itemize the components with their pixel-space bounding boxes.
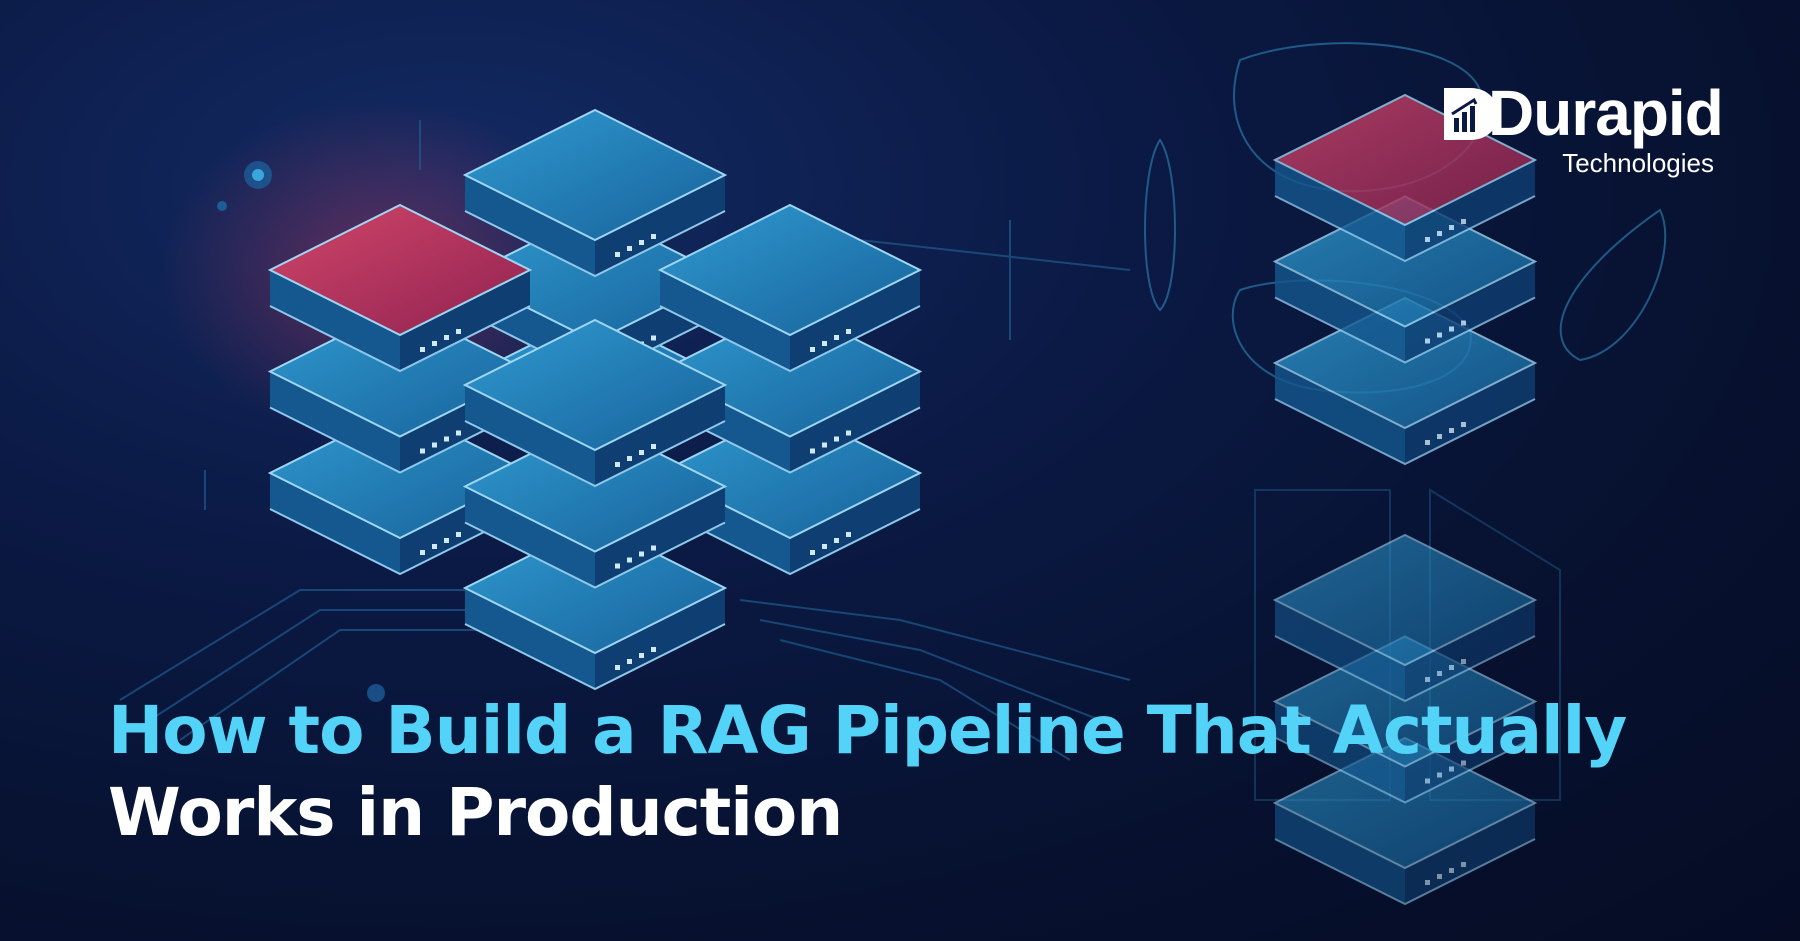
- logo-mark-icon: [1444, 88, 1498, 140]
- title-line-2: Works in Production: [108, 774, 843, 851]
- page-title: How to Build a RAG Pipeline That Actuall…: [108, 690, 1748, 854]
- brand-tagline: Technologies: [1562, 148, 1714, 178]
- brand-name: Durapid: [1488, 77, 1724, 149]
- title-line-1: How to Build a RAG Pipeline That Actuall…: [108, 692, 1627, 769]
- brand-logo: Durapid Technologies: [1440, 77, 1724, 188]
